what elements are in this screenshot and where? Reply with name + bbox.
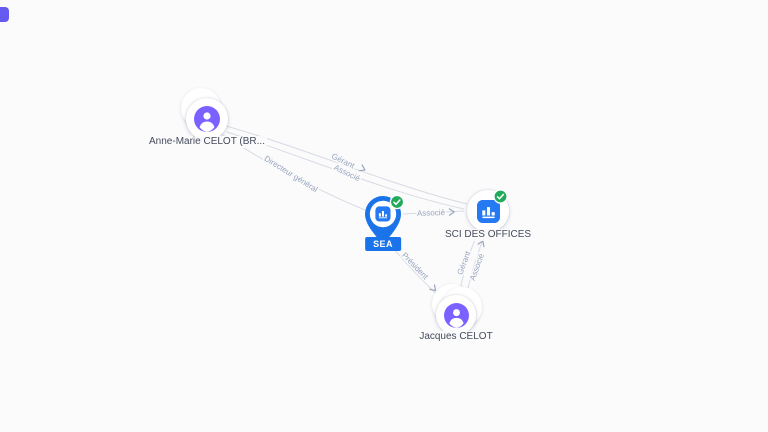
edge-label-associe-sea-sci: Associé (417, 208, 446, 218)
person-icon (443, 302, 469, 328)
person-node-circle (186, 98, 228, 140)
company-building-icon (476, 199, 500, 223)
edge-label-president: Président (400, 251, 430, 282)
person-node-circle (436, 295, 476, 335)
node-label-anne-marie: Anne-Marie CELOT (BR... (147, 136, 267, 148)
arrow-icon (358, 164, 366, 172)
verified-check-icon (493, 189, 508, 204)
node-label-jacques-celot: Jacques CELOT (417, 331, 495, 343)
company-building-icon (375, 206, 391, 222)
edge-label-directeur-general: Directeur général (263, 154, 320, 194)
node-label-sea[interactable]: SEA (365, 237, 401, 251)
corner-accent (0, 7, 9, 22)
node-sea-pin[interactable] (359, 194, 407, 252)
verified-check-icon (389, 194, 405, 210)
node-label-sci-des-offices: SCI DES OFFICES (442, 229, 534, 241)
person-icon (194, 106, 220, 132)
edge-anne-marie-sci-gerant (225, 125, 468, 205)
arrow-icon (448, 208, 455, 216)
